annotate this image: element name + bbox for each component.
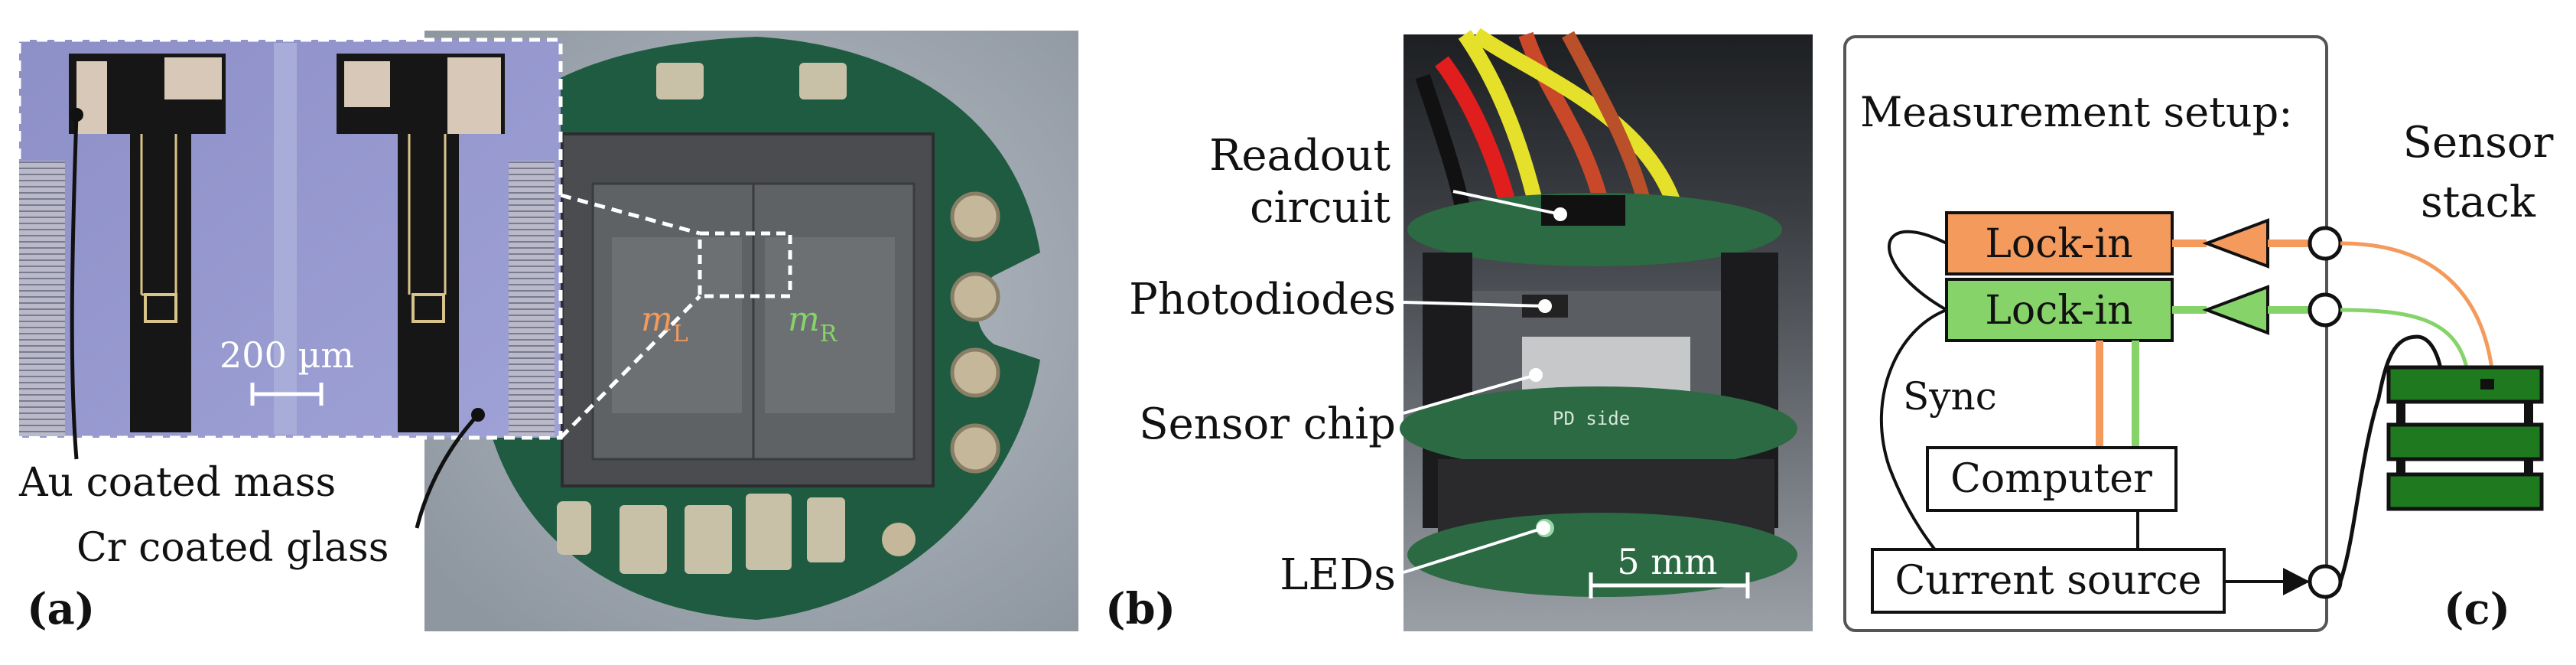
- pcb-pad-bottom-2: [620, 505, 667, 574]
- led-pcb: [1407, 513, 1797, 597]
- sensor-stack-layer-1: [2386, 365, 2544, 404]
- pcb-pad-top-right: [799, 63, 847, 99]
- port-current: [2308, 564, 2343, 599]
- sensor-stack-layer-3: [2386, 472, 2544, 511]
- pcb-pad-bottom-6: [882, 523, 916, 556]
- pcb-via-2: [950, 272, 1000, 322]
- label-au-coated-mass: Au coated mass: [18, 460, 336, 506]
- pcb-pd-side-text: PD side: [1553, 408, 1630, 429]
- label-leds: LEDs: [1280, 550, 1396, 600]
- sensor-pcb: [1400, 386, 1797, 471]
- scale-bar-5mm: 5 mm: [1617, 541, 1717, 582]
- current-source-box: [1871, 548, 2226, 614]
- sensor-stack-layer-2: [2386, 422, 2544, 461]
- lockin-label-top: Lock-in: [1985, 221, 2132, 267]
- panel-b: PD side 5 mm Readout circuit Photodiodes…: [1105, 28, 1813, 634]
- pcb-via-3: [950, 347, 1000, 398]
- pcb-via-1: [950, 191, 1000, 242]
- label-readout-circuit-1: Readout: [1209, 131, 1390, 181]
- label-sensor-chip: Sensor chip: [1139, 399, 1396, 449]
- panel-tag-a: (a): [27, 584, 95, 634]
- wire-yellow-1: [1458, 30, 1545, 213]
- current-arrow-head: [2283, 568, 2310, 595]
- panel-a: mL mR 200 µm: [17, 31, 1078, 634]
- pcb-pad-bottom-3: [685, 505, 732, 574]
- port-green: [2308, 292, 2343, 328]
- lockin-box-top: [1945, 211, 2174, 275]
- label-sensor-stack-2: stack: [2421, 178, 2536, 227]
- proof-mass-left: [69, 54, 226, 432]
- label-cr-coated-glass: Cr coated glass: [76, 525, 389, 571]
- pcb-pad-bottom-5: [807, 497, 845, 562]
- wire-yellow-2: [1472, 28, 1683, 210]
- current-source-label: Current source: [1895, 558, 2202, 604]
- wire-red: [1435, 56, 1519, 217]
- port-orange: [2308, 226, 2343, 261]
- mass-label-left: mL: [641, 300, 688, 347]
- proof-mass-right: [337, 54, 505, 432]
- label-sensor-stack-1: Sensor: [2403, 118, 2554, 168]
- panel-tag-b: (b): [1105, 584, 1176, 634]
- pcb-via-4: [950, 423, 1000, 474]
- label-sync: Sync: [1903, 374, 1997, 419]
- microscope-inset: 200 µm: [17, 37, 563, 440]
- wire-orange: [1518, 31, 1610, 209]
- computer-box: [1926, 446, 2178, 512]
- mass-label-right: mR: [788, 300, 838, 347]
- label-readout-circuit-2: circuit: [1250, 183, 1390, 233]
- pcb-pad-bottom-4: [746, 494, 792, 570]
- lockin-box-bottom: [1945, 278, 2174, 342]
- label-photodiodes: Photodiodes: [1129, 275, 1396, 324]
- lockin-label-bottom: Lock-in: [1985, 288, 2132, 334]
- panel-tag-c: (c): [2444, 584, 2510, 634]
- computer-label: Computer: [1950, 456, 2152, 502]
- pcb-pad-top-left: [656, 63, 704, 99]
- panel-c: Measurement setup: Sync Lock-in Lock-in …: [1843, 35, 2554, 634]
- scale-bar-200um: 200 µm: [220, 334, 354, 376]
- wire-black: [1415, 73, 1472, 220]
- pcb-pad-bottom-1: [557, 501, 591, 555]
- measurement-setup-title: Measurement setup:: [1860, 88, 2292, 136]
- readout-pcb: [1407, 193, 1782, 266]
